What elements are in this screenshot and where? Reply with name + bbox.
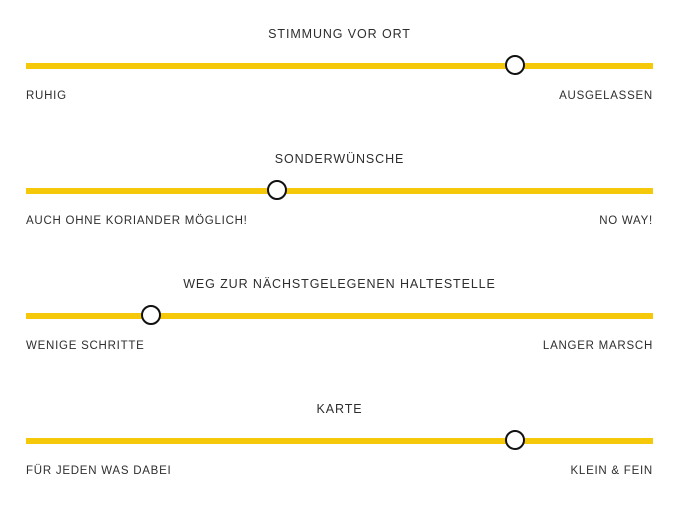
slider-title: KARTE <box>316 402 363 416</box>
slider-thumb[interactable] <box>266 180 287 200</box>
slider-title: STIMMUNG VOR ORT <box>268 27 411 41</box>
slider-group: SONDERWÜNSCHE AUCH OHNE KORIANDER MÖGLIC… <box>0 125 679 250</box>
slider-left-label: WENIGE SCHRITTE <box>26 340 145 352</box>
slider-rail[interactable] <box>26 55 653 77</box>
slider-group: STIMMUNG VOR ORT RUHIG AUSGELASSEN <box>0 0 679 125</box>
slider-end-labels: WENIGE SCHRITTE LANGER MARSCH <box>26 339 653 355</box>
slider-track[interactable] <box>26 63 653 69</box>
slider-rail[interactable] <box>26 430 653 452</box>
slider-left-label: FÜR JEDEN WAS DABEI <box>26 465 172 477</box>
slider-title: WEG ZUR NÄCHSTGELEGENEN HALTESTELLE <box>183 277 496 291</box>
slider-right-label: LANGER MARSCH <box>542 340 653 352</box>
slider-track[interactable] <box>26 188 653 194</box>
slider-track[interactable] <box>26 438 653 444</box>
slider-end-labels: RUHIG AUSGELASSEN <box>26 89 653 105</box>
slider-thumb[interactable] <box>505 55 526 75</box>
slider-right-label: NO WAY! <box>599 215 653 227</box>
slider-end-labels: FÜR JEDEN WAS DABEI KLEIN & FEIN <box>26 464 653 480</box>
slider-group: KARTE FÜR JEDEN WAS DABEI KLEIN & FEIN <box>0 375 679 500</box>
slider-right-label: KLEIN & FEIN <box>570 465 653 477</box>
slider-thumb[interactable] <box>505 430 526 450</box>
slider-title: SONDERWÜNSCHE <box>274 152 405 166</box>
slider-end-labels: AUCH OHNE KORIANDER MÖGLICH! NO WAY! <box>26 214 653 230</box>
slider-left-label: AUCH OHNE KORIANDER MÖGLICH! <box>26 215 248 227</box>
slider-rail[interactable] <box>26 180 653 202</box>
slider-right-label: AUSGELASSEN <box>559 90 653 102</box>
slider-group: WEG ZUR NÄCHSTGELEGENEN HALTESTELLE WENI… <box>0 250 679 375</box>
slider-rail[interactable] <box>26 305 653 327</box>
slider-left-label: RUHIG <box>26 90 67 102</box>
slider-track[interactable] <box>26 313 653 319</box>
slider-thumb[interactable] <box>141 305 162 325</box>
